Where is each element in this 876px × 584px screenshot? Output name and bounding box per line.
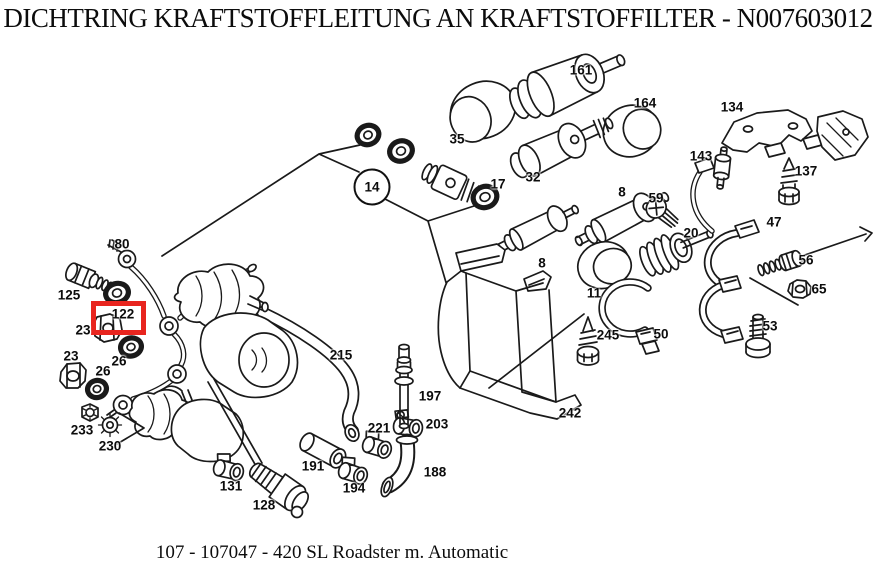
highlight-box — [91, 301, 146, 335]
part-128-ring-art — [290, 505, 304, 519]
seal-ring-art — [354, 122, 382, 148]
leader-lines-art — [161, 144, 475, 321]
part-11-art — [576, 240, 633, 290]
part-197-valve-art — [394, 343, 414, 430]
leader-245 — [488, 313, 585, 389]
part-134-bracket-art — [721, 109, 869, 161]
part-242-art — [437, 243, 582, 420]
pump-assembly-art — [128, 263, 299, 467]
part-128-connector-art — [248, 462, 309, 513]
part-131-clamp-art — [212, 453, 245, 482]
part-137-screw-art — [778, 157, 800, 206]
part-35-art — [449, 80, 517, 143]
part-194-clamp-art — [337, 456, 369, 485]
part-47-strap-art — [690, 157, 760, 344]
part-59-screw-art — [645, 196, 679, 229]
part-188-elbow-art — [380, 433, 419, 498]
part-50-clamp-art — [598, 278, 660, 355]
part-17-seal-art — [470, 183, 500, 211]
page-title: DICHTRING KRAFTSTOFFLEITUNG AN KRAFTSTOF… — [3, 3, 873, 33]
part-26-seal-art — [117, 335, 145, 359]
part-164-art — [602, 104, 662, 158]
part-26-seal2-art — [84, 377, 110, 401]
part-221-clamp-art — [361, 430, 393, 459]
part-23-nut2-art — [59, 362, 87, 389]
diagram-caption: 107 - 107047 - 420 SL Roadster m. Automa… — [155, 542, 509, 563]
part-56-bolt-art — [757, 249, 803, 277]
part-20-boot-art — [639, 229, 714, 277]
seal-ring-art — [387, 138, 415, 164]
part-32-art — [509, 117, 614, 179]
leader-65 — [749, 226, 873, 306]
part-65-nut-art — [787, 279, 812, 299]
part-53-bolt-art — [745, 313, 771, 359]
part-215-art — [256, 306, 360, 443]
part-143-filter-art — [712, 146, 732, 190]
part-233-nut-art — [81, 403, 99, 422]
part-230-gear-art — [97, 412, 145, 445]
part-161-art — [508, 53, 626, 120]
part-245-screw-art — [576, 316, 600, 366]
